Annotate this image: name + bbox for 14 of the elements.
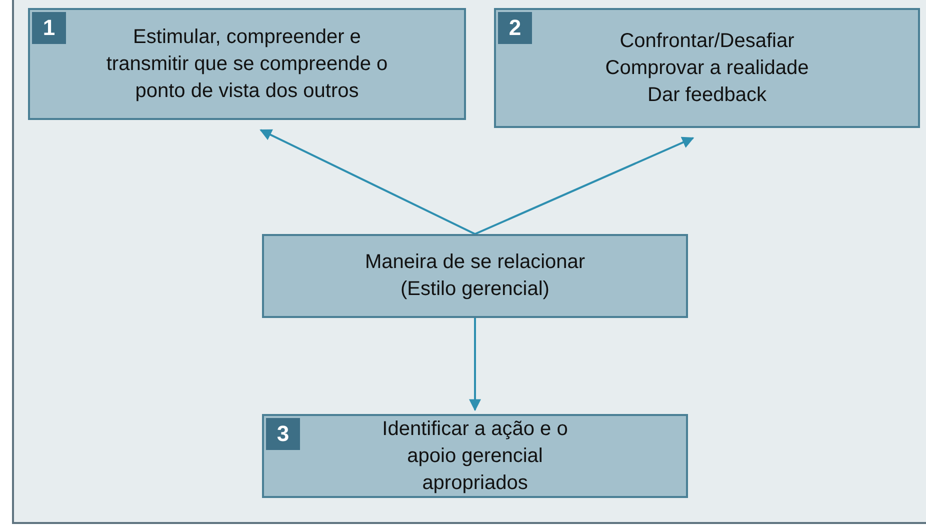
box-text: Estimular, compreender e transmitir que se compreende o ponto de vista dos outros (105, 24, 389, 104)
box-text: Identificar a ação e o apoio gerencial apropriados (381, 416, 569, 496)
step-number: 1 (32, 12, 66, 44)
box-text: Maneira de se relacionar (Estilo gerencial) (364, 250, 586, 302)
process-box (262, 234, 688, 318)
box-text: Confrontar/Desafiar Comprovar a realidade Dar feedback (604, 28, 810, 108)
process-box (262, 414, 688, 498)
step-number: 3 (266, 418, 300, 450)
process-box (28, 8, 466, 120)
arrow (474, 136, 694, 235)
arrow (260, 129, 476, 235)
process-box (494, 8, 920, 128)
arrow (469, 318, 481, 412)
step-number: 2 (498, 12, 532, 44)
